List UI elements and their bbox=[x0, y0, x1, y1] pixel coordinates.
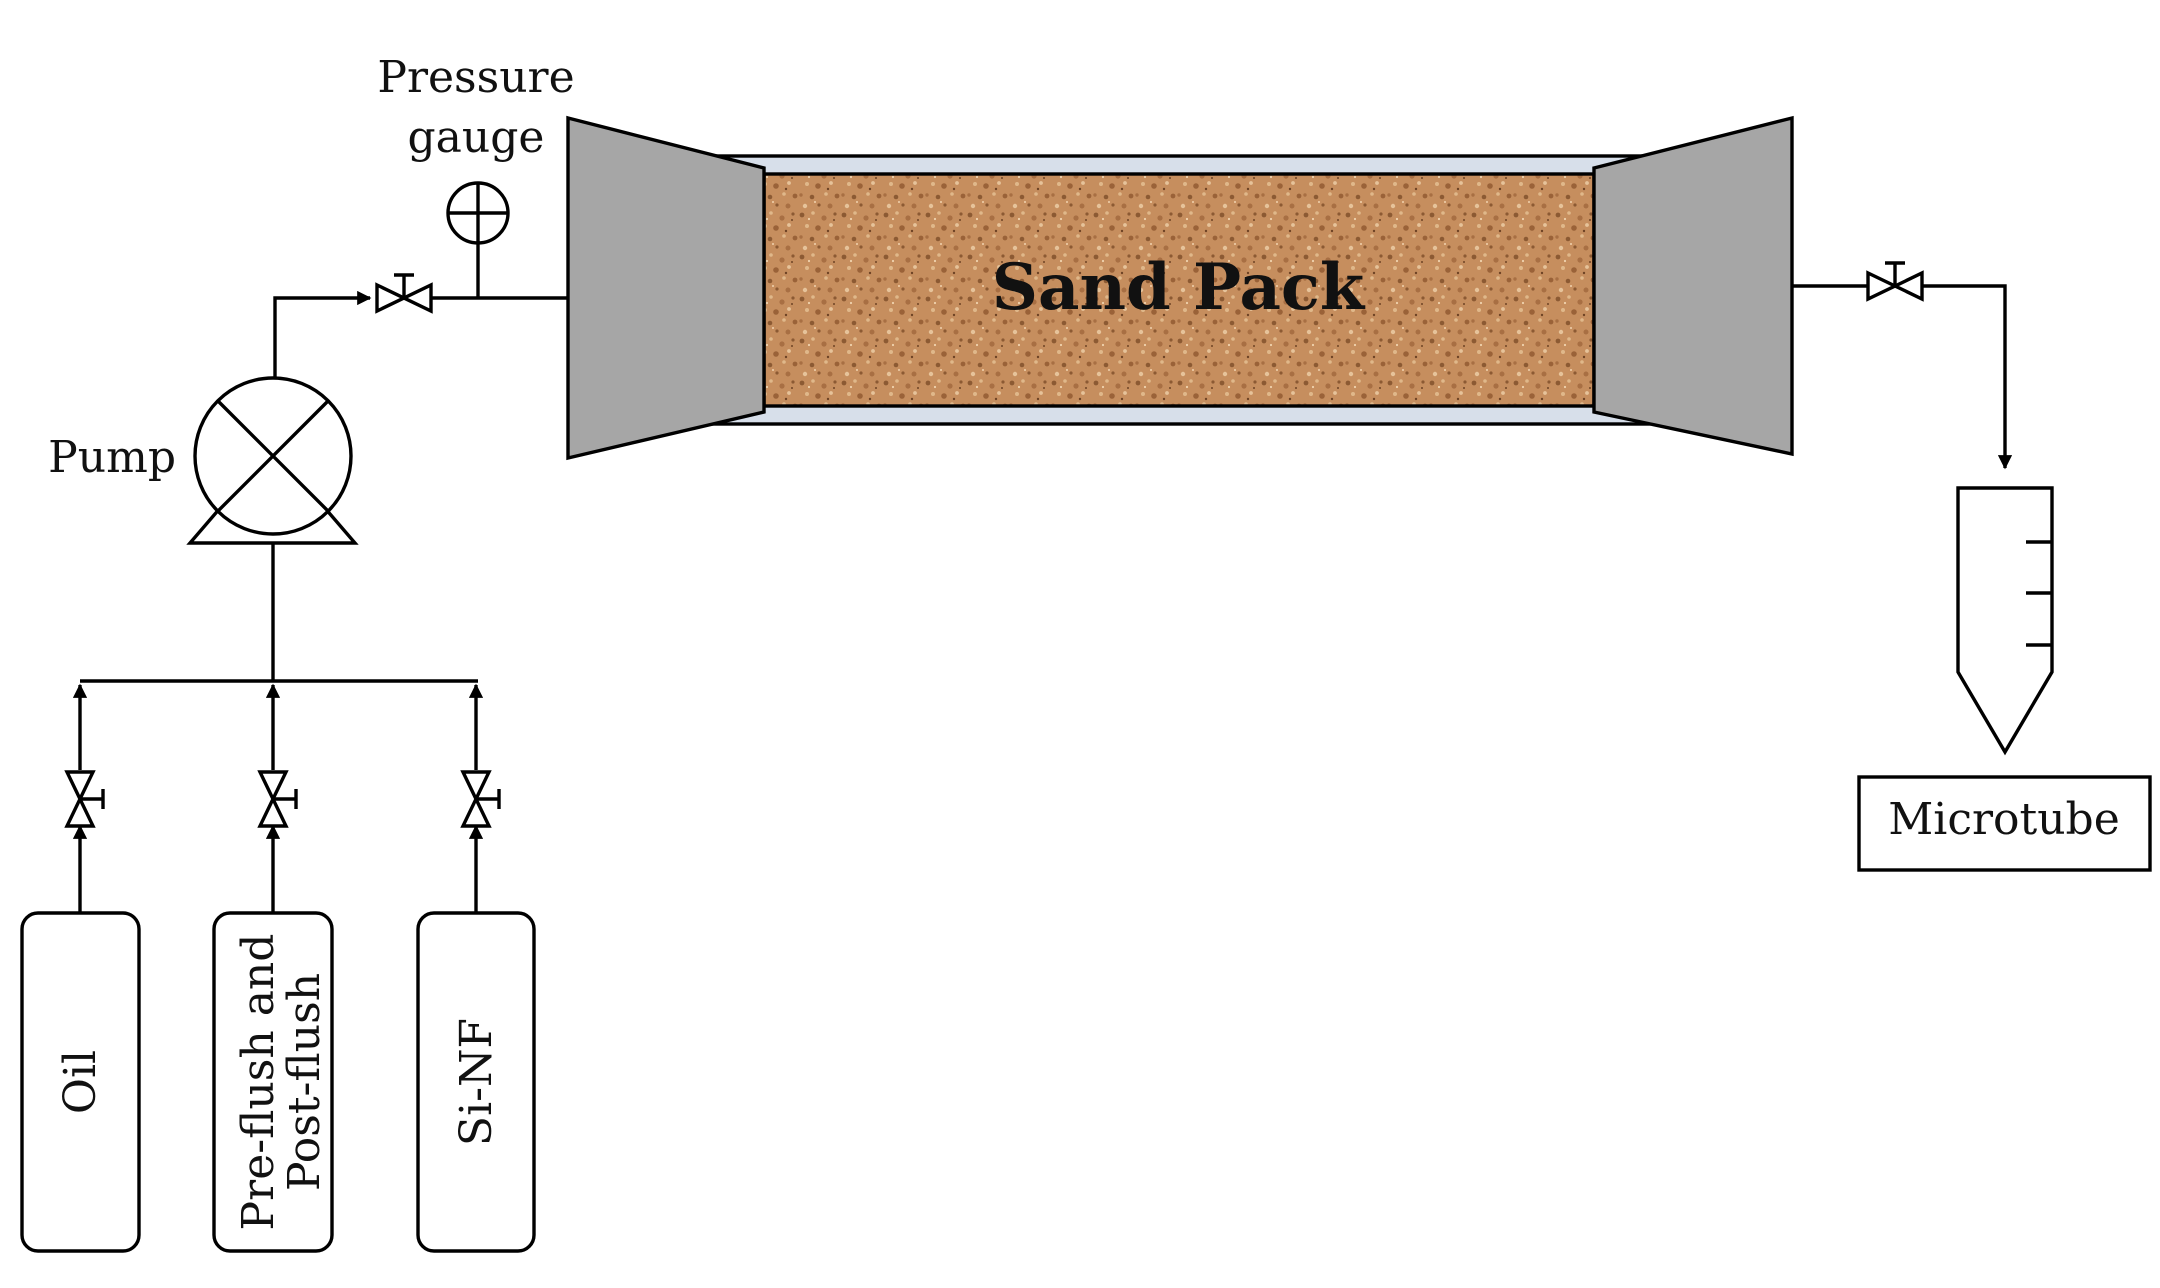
sand-pack-label: Sand Pack bbox=[992, 250, 1366, 325]
oil-tank-label: Oil bbox=[55, 1050, 106, 1114]
sand-fill bbox=[762, 172, 1596, 408]
pressure-gauge-icon bbox=[446, 181, 510, 245]
left-end-cap bbox=[566, 115, 766, 461]
microtube-label-box bbox=[1857, 775, 2152, 872]
sinf-valve-icon bbox=[460, 770, 501, 828]
sand-pack-column: Sand Pack bbox=[566, 115, 1794, 461]
preflush-tank-label-line2: Post-flush bbox=[279, 973, 330, 1191]
pump-icon bbox=[186, 376, 359, 545]
si-nf-tank: Si-NF bbox=[416, 911, 536, 1253]
pump-outlet-line bbox=[273, 290, 372, 378]
piping bbox=[72, 241, 2013, 913]
pump-label: Pump bbox=[48, 432, 176, 483]
oil-tank: Oil bbox=[20, 911, 141, 1253]
flush-valve-icon bbox=[257, 770, 298, 828]
inlet-valve-icon bbox=[375, 273, 433, 314]
si-nf-tank-label: Si-NF bbox=[451, 1018, 502, 1146]
right-end-cap bbox=[1592, 115, 1794, 457]
outlet-valve-icon bbox=[1866, 261, 1924, 302]
oil-valve-icon bbox=[64, 770, 105, 828]
microtube-label: Microtube bbox=[1888, 794, 2120, 845]
outlet-to-tube-line bbox=[1922, 284, 2013, 470]
graduated-microtube-icon bbox=[1956, 486, 2054, 756]
preflush-postflush-tank: Pre-flush and Post-flush bbox=[212, 911, 334, 1253]
pressure-gauge-label-line2: gauge bbox=[408, 112, 545, 163]
pressure-gauge-label-line1: Pressure bbox=[377, 52, 574, 103]
preflush-tank-label-line1: Pre-flush and bbox=[233, 934, 284, 1231]
